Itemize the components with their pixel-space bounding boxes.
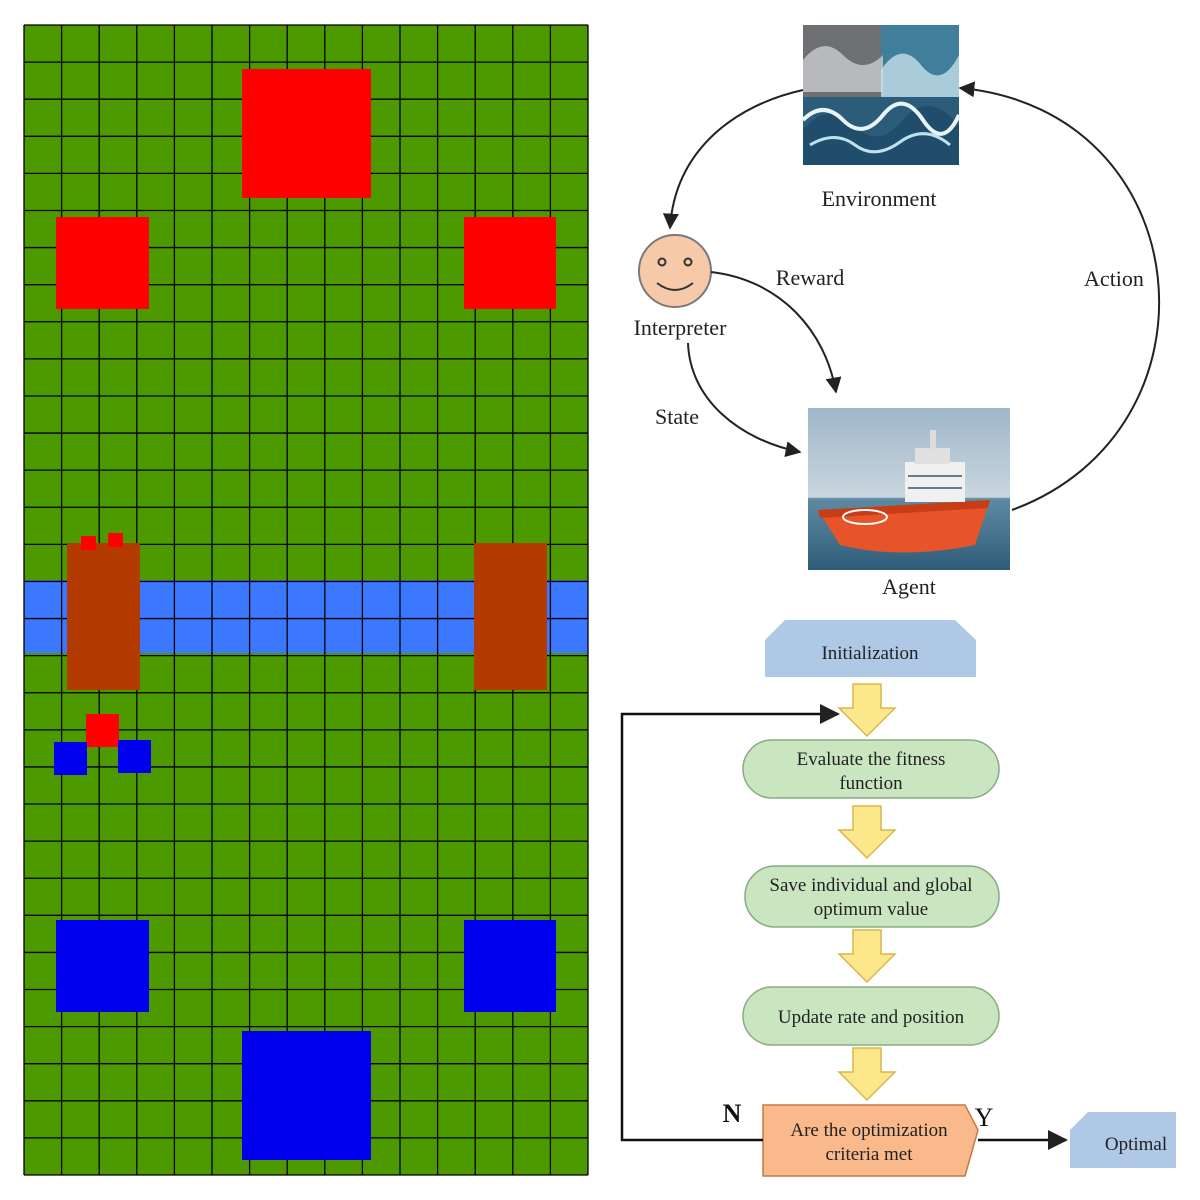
ocean-waves-image <box>801 25 961 165</box>
optimal-box <box>1070 1112 1176 1168</box>
step-evaluate-line1: Evaluate the fitness <box>797 749 946 770</box>
bridge-right <box>474 543 547 690</box>
blue-unit-scout-left <box>54 742 87 775</box>
red-unit-small-2 <box>108 533 123 547</box>
step-save-optimum-line1: Save individual and global <box>769 875 972 896</box>
red-unit-right <box>464 217 556 309</box>
no-label: N <box>723 1099 742 1128</box>
red-unit-scout <box>86 714 119 747</box>
flow-arrow-4 <box>837 1047 897 1102</box>
decision-box <box>762 1104 979 1177</box>
arrow-reward <box>710 271 842 394</box>
agent-label: Agent <box>882 574 936 599</box>
state-label: State <box>655 404 699 429</box>
decision-line2: criteria met <box>825 1144 913 1165</box>
blue-unit-scout-right <box>118 740 151 773</box>
flow-arrow-2 <box>837 805 897 860</box>
arrow-action <box>958 81 1161 511</box>
red-unit-large <box>242 69 371 198</box>
step-update-box <box>742 986 1000 1046</box>
step-save-optimum-box <box>744 865 1000 928</box>
loop-back-arrow <box>620 704 840 1142</box>
environment-label: Environment <box>822 186 937 211</box>
smiley-face-icon <box>638 234 712 308</box>
reward-label: Reward <box>776 265 844 290</box>
blue-unit-large <box>242 1031 371 1160</box>
rl-diagram: Environment Interpreter Agent Reward <box>612 25 1175 599</box>
grid-panel <box>23 24 589 1176</box>
step-evaluate-line2: function <box>839 773 903 794</box>
step-save-optimum-line2: optimum value <box>814 899 929 920</box>
red-unit-left <box>56 217 149 309</box>
step-update-label: Update rate and position <box>778 1007 965 1028</box>
flow-arrow-1 <box>837 683 897 738</box>
action-label: Action <box>1084 266 1144 291</box>
step-evaluate-box <box>742 739 1000 799</box>
initialization-label: Initialization <box>821 643 919 664</box>
decision-line1: Are the optimization <box>790 1120 948 1141</box>
arrow-state <box>687 342 802 458</box>
ship-image <box>808 408 1010 570</box>
optimal-label: Optimal <box>1105 1134 1167 1155</box>
interpreter-label: Interpreter <box>634 315 727 340</box>
blue-unit-right <box>464 920 556 1012</box>
blue-unit-left <box>56 920 149 1012</box>
pso-flowchart: Initialization Evaluate the fitness func… <box>620 620 1176 1177</box>
bridge-left <box>67 543 140 690</box>
flow-arrow-3 <box>837 929 897 984</box>
initialization-box <box>765 620 976 677</box>
yes-label: Y <box>975 1103 994 1132</box>
red-unit-small-1 <box>81 536 96 550</box>
arrow-environment-to-interpreter <box>662 89 804 230</box>
